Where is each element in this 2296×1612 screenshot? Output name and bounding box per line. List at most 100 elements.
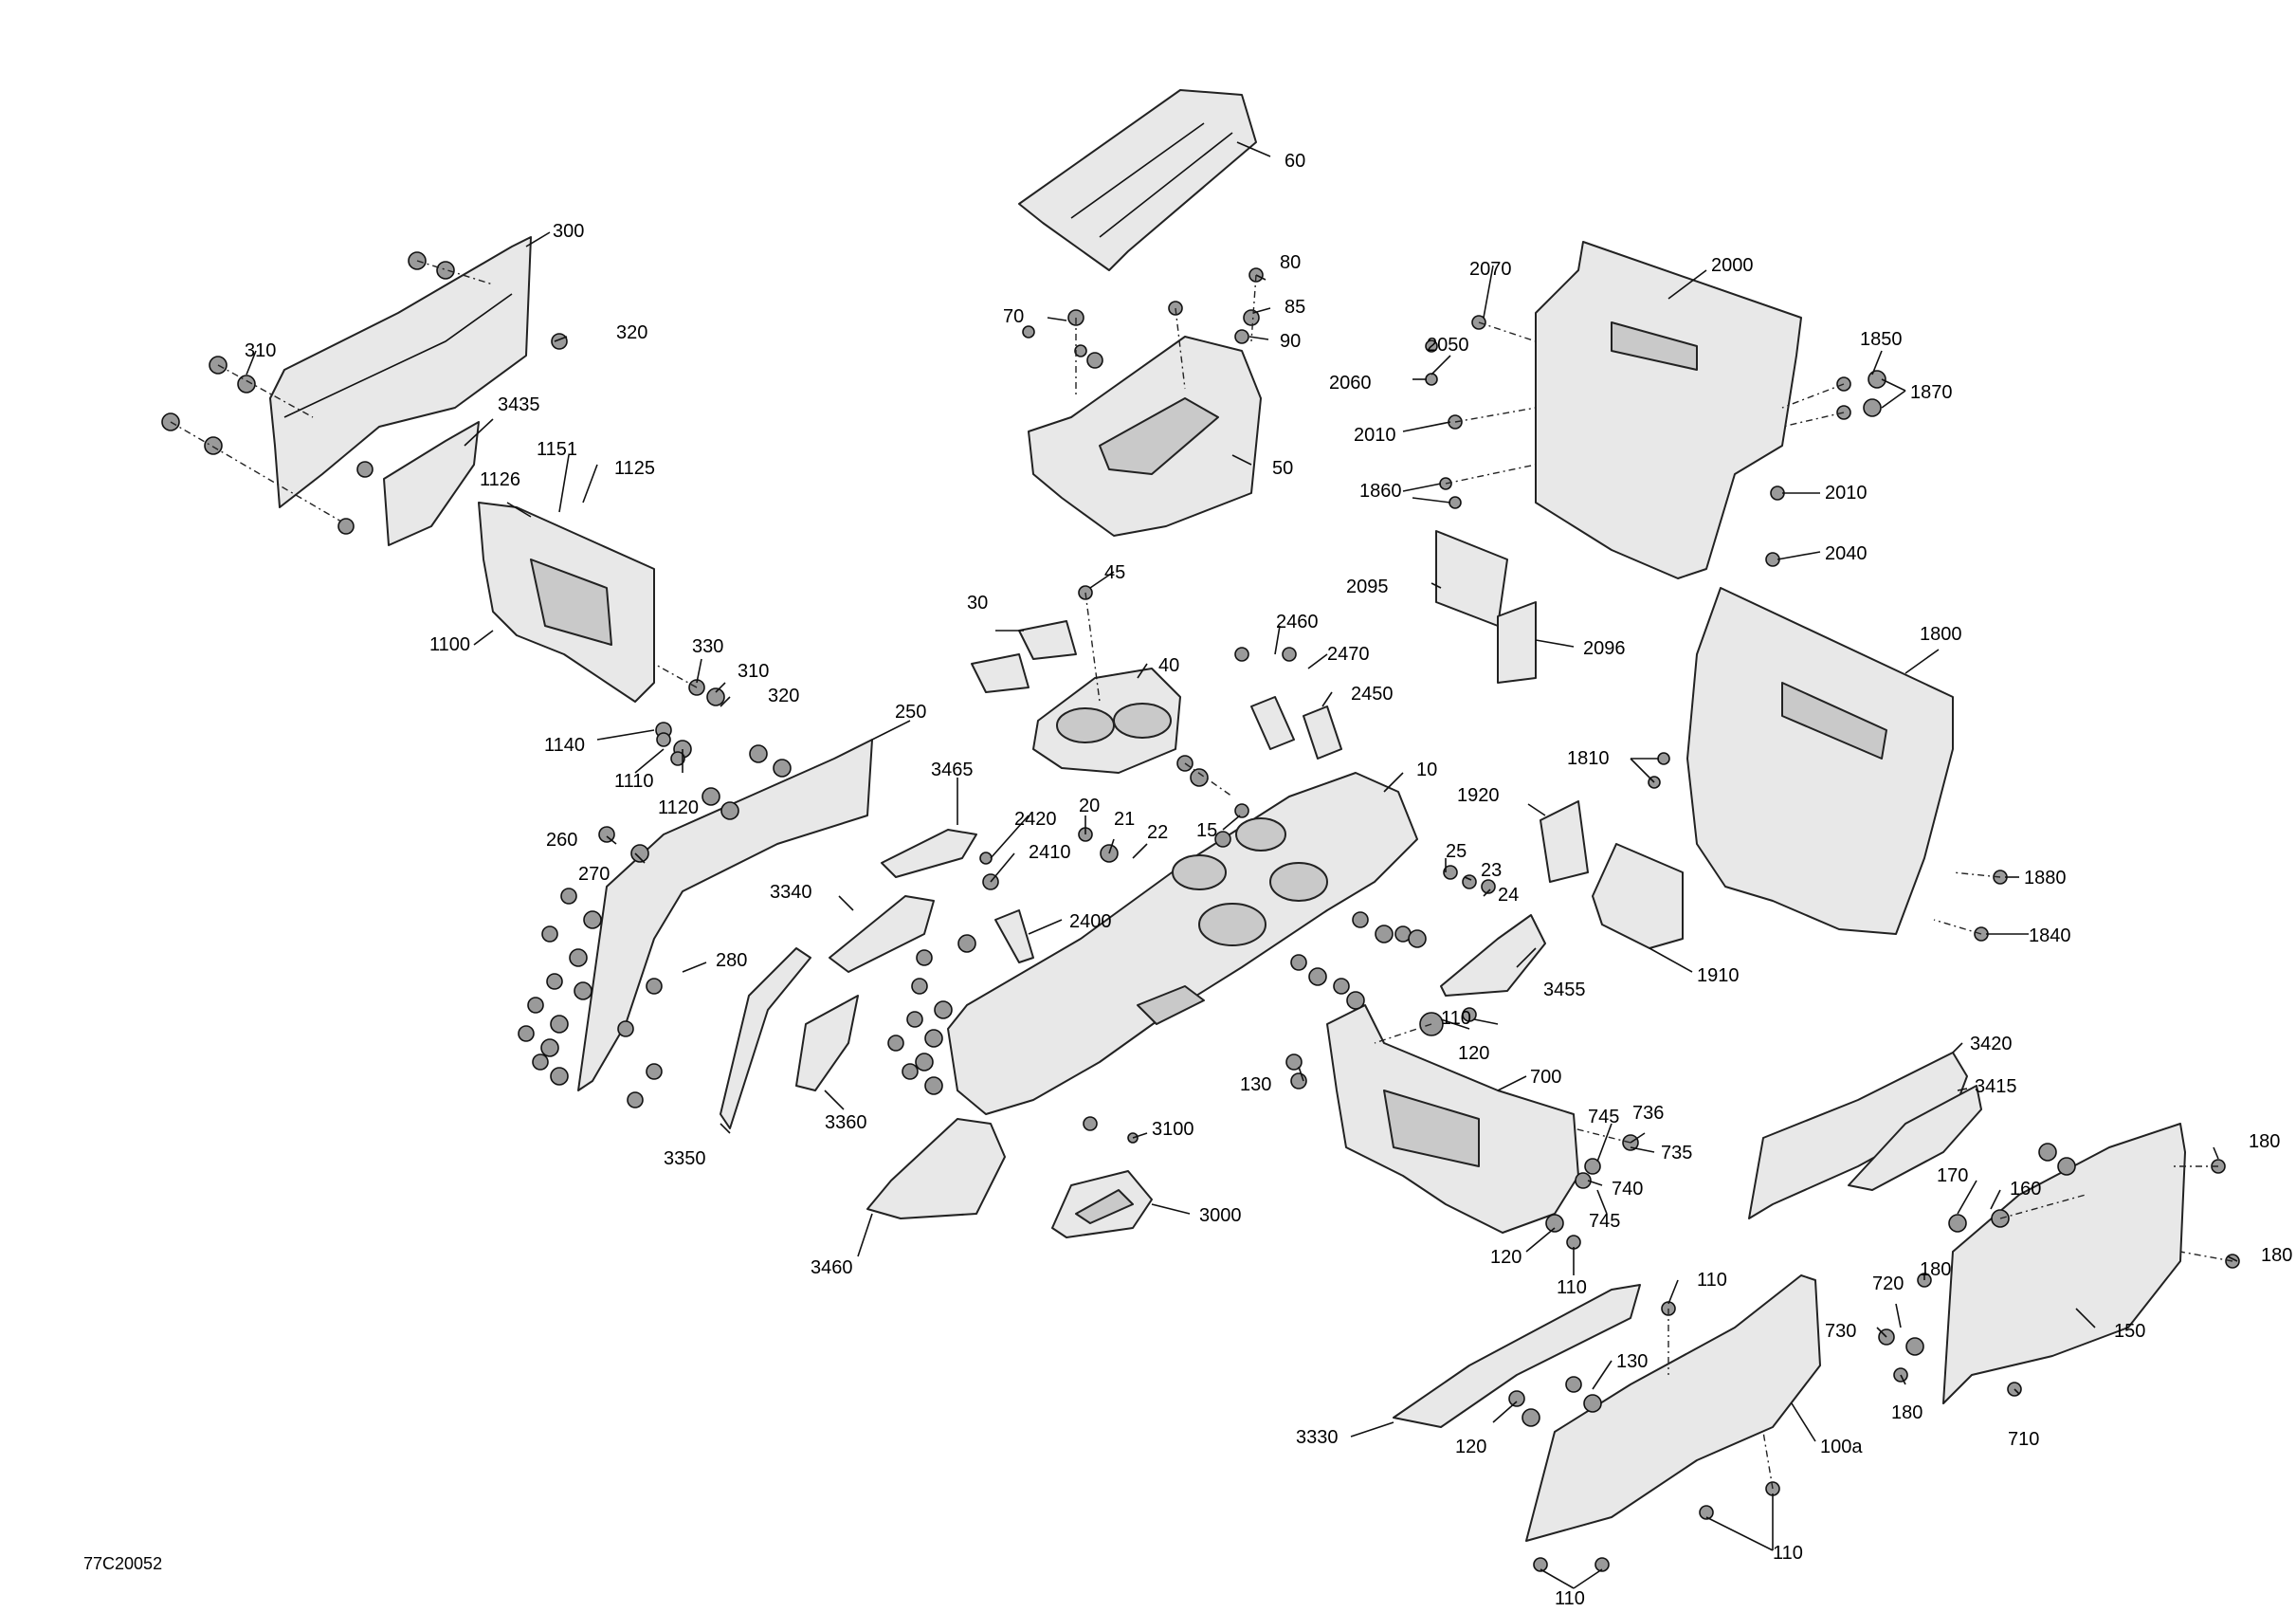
callout-170: 170: [1937, 1165, 1968, 1186]
callout-1800: 1800: [1920, 624, 1962, 645]
callout-1140: 1140: [544, 735, 585, 756]
callout-3340: 3340: [770, 882, 812, 903]
part-1100-bracket: [478, 502, 655, 703]
fastener-set: [161, 251, 2240, 1572]
callout-1110: 1110: [614, 771, 654, 792]
callout-50: 50: [1272, 458, 1293, 479]
callout-2450: 2450: [1351, 684, 1394, 705]
callout-70: 70: [1003, 306, 1024, 327]
callout-85: 85: [1285, 297, 1305, 318]
callout-180-b: 180: [2261, 1245, 2292, 1266]
callout-736: 736: [1632, 1103, 1664, 1124]
leader-lines: [246, 141, 2238, 1589]
callout-1810: 1810: [1567, 748, 1610, 769]
callout-110-d: 110: [1773, 1543, 1803, 1564]
callout-2040: 2040: [1825, 543, 1868, 564]
callout-2420: 2420: [1014, 809, 1057, 830]
callout-2070: 2070: [1469, 259, 1512, 280]
callout-2095: 2095: [1346, 577, 1389, 597]
callout-120-c: 120: [1455, 1437, 1486, 1457]
callout-100a: 100a: [1820, 1437, 1863, 1457]
callout-1125: 1125: [614, 458, 655, 479]
callout-3330: 3330: [1296, 1427, 1339, 1448]
callout-2000: 2000: [1711, 255, 1754, 276]
callout-2060: 2060: [1329, 373, 1372, 394]
callout-45: 45: [1104, 562, 1125, 583]
callout-24: 24: [1498, 885, 1519, 906]
callout-2096: 2096: [1583, 638, 1626, 659]
callout-1840: 1840: [2029, 925, 2071, 946]
part-30-clips: [971, 620, 1077, 693]
callout-180-a: 180: [2249, 1131, 2280, 1152]
callout-130-a: 130: [1240, 1074, 1271, 1095]
callout-15: 15: [1196, 820, 1217, 841]
part-3460-trim: [866, 1118, 1006, 1219]
part-2000-rear-panel: [1535, 241, 1802, 579]
callout-110-b: 110: [1557, 1277, 1587, 1298]
callout-1880: 1880: [2024, 868, 2067, 888]
callout-1100: 1100: [429, 634, 470, 655]
callout-735: 735: [1661, 1143, 1692, 1163]
part-300-left-upper-panel: [269, 236, 532, 508]
callout-330: 330: [692, 636, 723, 657]
part-2095-plate: [1435, 530, 1508, 627]
part-100a-lower-rail: [1525, 1274, 1821, 1542]
part-1910-plate: [1592, 843, 1684, 949]
callout-21: 21: [1114, 809, 1135, 830]
callout-310-top: 310: [245, 340, 276, 361]
part-2096-plate: [1497, 601, 1537, 684]
callout-150: 150: [2114, 1321, 2145, 1342]
part-2450-handles: [1250, 696, 1342, 760]
callout-270: 270: [578, 864, 610, 885]
callout-1126: 1126: [480, 469, 520, 490]
callout-180-c: 180: [1920, 1259, 1951, 1280]
callout-310-mid: 310: [738, 661, 769, 682]
callout-120-b: 120: [1490, 1247, 1522, 1268]
callout-110-c: 110: [1697, 1270, 1727, 1291]
callout-745-a: 745: [1588, 1107, 1619, 1127]
callout-2010-b: 2010: [1825, 483, 1868, 504]
callout-3455: 3455: [1543, 980, 1586, 1000]
part-1920-plate: [1540, 800, 1589, 883]
part-3465-trim: [881, 829, 977, 878]
part-60-top-cover: [1018, 89, 1257, 271]
callout-280: 280: [716, 950, 747, 971]
part-40-tray: [1032, 668, 1181, 774]
callout-20: 20: [1079, 796, 1100, 816]
callout-60: 60: [1285, 151, 1305, 172]
part-3350-strip: [720, 947, 811, 1129]
part-3435-trim: [383, 421, 480, 546]
callout-130-b: 130: [1616, 1351, 1648, 1372]
figure-reference: 77C20052: [83, 1554, 162, 1573]
assembly-lines: [170, 260, 2233, 1490]
callout-2050: 2050: [1427, 335, 1469, 356]
callout-2010-a: 2010: [1354, 425, 1396, 446]
callout-180-d: 180: [1891, 1402, 1922, 1423]
callout-2410: 2410: [1029, 842, 1071, 863]
callout-2460: 2460: [1276, 612, 1319, 632]
part-3340-panel: [829, 895, 935, 973]
callout-labels: 60 80 85 90 70 50 300 320 310 3435 1151 …: [245, 151, 2292, 1609]
part-3330-panel: [1393, 1284, 1641, 1428]
callout-3350: 3350: [664, 1148, 706, 1169]
callout-22: 22: [1147, 822, 1168, 843]
callout-160: 160: [2010, 1179, 2041, 1200]
callout-110-a: 110: [1441, 1008, 1471, 1029]
part-10-center-console: [947, 772, 1418, 1115]
callout-3000: 3000: [1199, 1205, 1242, 1226]
callout-90: 90: [1280, 331, 1301, 352]
callout-40: 40: [1158, 655, 1179, 676]
callout-700: 700: [1530, 1067, 1561, 1088]
callout-3360: 3360: [825, 1112, 867, 1133]
callout-720: 720: [1872, 1273, 1904, 1294]
callout-3435: 3435: [498, 394, 540, 415]
callout-3100: 3100: [1152, 1119, 1194, 1140]
part-1800-rear-lower-panel: [1686, 587, 1954, 935]
part-3455-wedge: [1440, 914, 1546, 997]
callout-1151: 1151: [537, 439, 577, 460]
callout-260: 260: [546, 830, 577, 851]
callout-1870: 1870: [1910, 382, 1953, 403]
part-2400-handle: [994, 909, 1034, 963]
callout-3420: 3420: [1970, 1034, 2013, 1054]
